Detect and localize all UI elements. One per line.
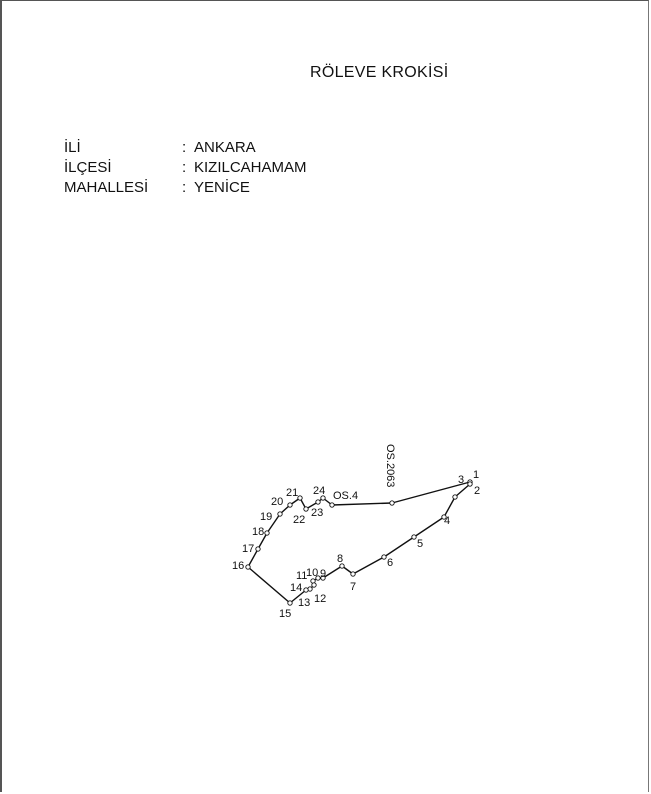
info-row-neighborhood: MAHALLESİ : YENİCE — [64, 178, 307, 198]
info-row-province: İLİ : ANKARA — [64, 138, 307, 158]
vertex-layer — [245, 479, 473, 606]
vertex-10 — [315, 575, 321, 581]
vertex-16 — [245, 564, 251, 570]
vertex-18 — [264, 530, 270, 536]
point-label-8: 8 — [337, 553, 343, 565]
vertex-os-2063 — [389, 500, 395, 506]
document-title: RÖLEVE KROKİSİ — [310, 64, 449, 81]
point-label-6: 6 — [387, 557, 393, 569]
info-value: YENİCE — [194, 179, 250, 196]
vertex-12 — [311, 582, 317, 588]
vertex-19 — [277, 511, 283, 517]
vertex-24 — [320, 495, 326, 501]
point-label-21: 21 — [286, 487, 298, 499]
point-label-16: 16 — [232, 560, 244, 572]
info-value: ANKARA — [194, 139, 256, 156]
point-label-2: 2 — [474, 485, 480, 497]
vertex-9 — [320, 575, 326, 581]
point-label-18: 18 — [252, 526, 264, 538]
point-label-13: 13 — [298, 597, 310, 609]
vertex-5 — [411, 534, 417, 540]
point-label-15: 15 — [279, 608, 291, 620]
vertex-22 — [303, 506, 309, 512]
info-separator: : — [182, 159, 187, 176]
point-label-1: 1 — [473, 469, 479, 481]
info-value: KIZILCAHAMAM — [194, 159, 307, 176]
info-label: İLÇESİ — [64, 159, 112, 176]
point-label-12: 12 — [314, 593, 326, 605]
vertex-8 — [339, 563, 345, 569]
vertex-17 — [255, 546, 261, 552]
info-label: İLİ — [64, 139, 81, 156]
vertex-21 — [297, 495, 303, 501]
point-label-17: 17 — [242, 543, 254, 555]
info-separator: : — [182, 139, 187, 156]
vertex-2 — [467, 481, 473, 487]
point-label-24: 24 — [313, 485, 325, 497]
info-block: İLİ : ANKARA İLÇESİ : KIZILCAHAMAM MAHAL… — [64, 138, 307, 198]
info-separator: : — [182, 179, 187, 196]
point-label-14: 14 — [290, 582, 302, 594]
point-label-23: 23 — [311, 507, 323, 519]
info-label: MAHALLESİ — [64, 179, 149, 196]
point-label-os-2063: OS.2063 — [384, 444, 396, 487]
point-label-10: 10 — [306, 567, 318, 579]
point-label-22: 22 — [293, 514, 305, 526]
vertex-6 — [381, 554, 387, 560]
vertex-20 — [287, 502, 293, 508]
vertex-4 — [441, 514, 447, 520]
info-row-district: İLÇESİ : KIZILCAHAMAM — [64, 158, 307, 178]
vertex-14 — [303, 587, 309, 593]
point-label-19: 19 — [260, 511, 272, 523]
vertex-3 — [452, 494, 458, 500]
point-label-20: 20 — [271, 496, 283, 508]
vertex-23 — [315, 499, 321, 505]
point-label-3: 3 — [458, 474, 464, 486]
vertex-15 — [287, 600, 293, 606]
point-label-5: 5 — [417, 538, 423, 550]
point-label-11: 11 — [296, 570, 307, 582]
vertex-7 — [350, 571, 356, 577]
point-label-9: 9 — [320, 568, 326, 580]
vertex-os-4 — [329, 502, 335, 508]
point-label-7: 7 — [350, 581, 356, 593]
point-label-os-4: OS.4 — [333, 490, 358, 502]
point-label-4: 4 — [444, 515, 450, 527]
